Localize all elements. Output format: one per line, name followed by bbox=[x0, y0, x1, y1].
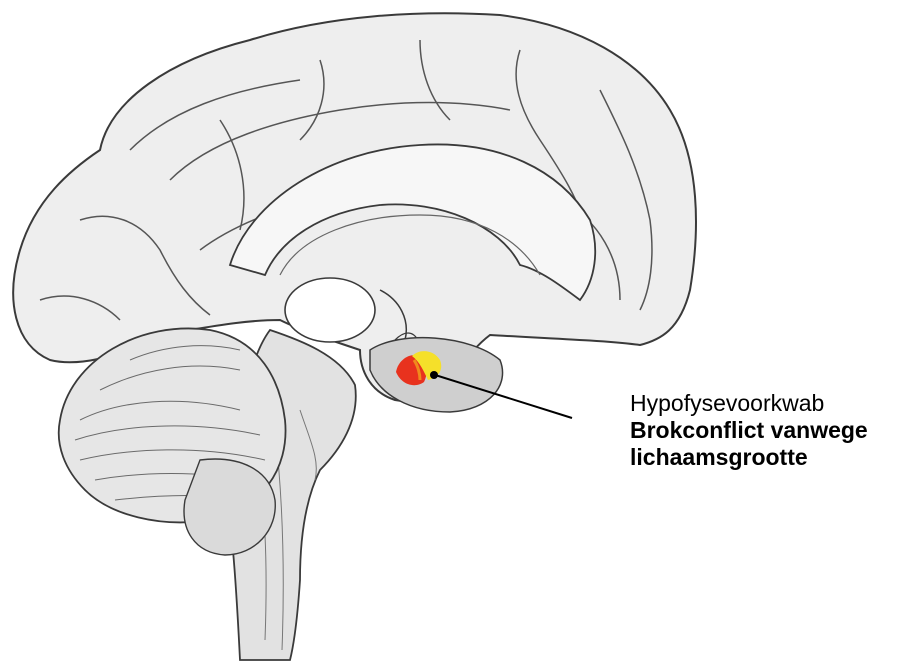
conflict-description-line2: lichaamsgrootte bbox=[630, 444, 920, 471]
thalamus bbox=[285, 278, 375, 342]
annotation-leader-dot bbox=[430, 371, 438, 379]
annotation-label: Hypofysevoorkwab Brokconflict vanwege li… bbox=[630, 390, 920, 471]
conflict-description-line1: Brokconflict vanwege bbox=[630, 417, 920, 444]
region-name-label: Hypofysevoorkwab bbox=[630, 390, 920, 417]
